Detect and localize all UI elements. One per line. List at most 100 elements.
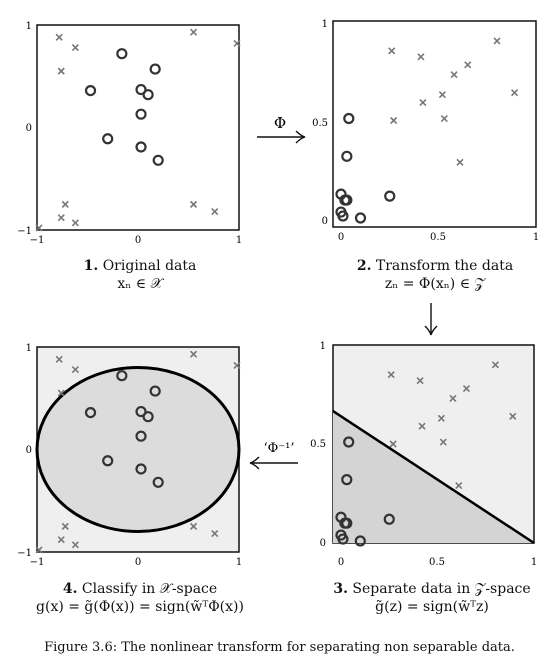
panel-4-ytick-top: 1 [26, 343, 32, 354]
panel-1-title: Original data [102, 258, 197, 274]
phi-inverse-arrow: ‘Φ⁻¹’ [249, 441, 298, 470]
phi-arrow-label: Φ [274, 114, 286, 132]
panel-4-circle-point [142, 411, 154, 423]
panel-3-circle-point [341, 517, 353, 529]
panel-1-ytick-bottom: −1 [17, 226, 32, 237]
panel-4-formula: g(x) = g̃(Φ(x)) = sign(w̃ᵀΦ(x)) [36, 599, 244, 615]
panel-2-xtick-mid: 0.5 [430, 232, 446, 243]
panel-2-cross-point [440, 114, 448, 123]
panel-4-cross-point [61, 522, 69, 530]
panel-3-cross-point [437, 414, 445, 422]
panel-4-ytick-mid: 0 [26, 445, 32, 456]
panel-2-cross-point [438, 91, 446, 99]
panel-1-xtick-right: 1 [236, 235, 242, 246]
panel-2-cross-point [510, 89, 519, 97]
panel-3-cross-point [455, 482, 463, 490]
panel-2-cross-point [390, 116, 398, 125]
panel-4-decision-boundary [35, 366, 241, 533]
panel-1-cross-point [57, 67, 65, 75]
panel-1-cross-point [189, 200, 198, 208]
panel-3-number: 3. [333, 581, 348, 597]
panel-1-circle-point [84, 84, 97, 97]
panel-2-caption: 2. Transform the data zₙ = Φ(xₙ) ∈ 𝒵 [320, 257, 550, 293]
panel-3-circle-point [341, 474, 353, 486]
panel-1-formula: xₙ ∈ 𝒳 [117, 276, 163, 292]
panel-4-ytick-bottom: −1 [17, 548, 32, 559]
panel-4-xtick-mid: 0 [135, 557, 141, 568]
panel-2-cross-point [493, 37, 501, 45]
phi-arrow: Φ [257, 114, 306, 144]
panel-2-cross-point [456, 158, 464, 166]
panel-4-circle-point [84, 407, 97, 419]
panel-2-xtick-left: 0 [338, 232, 344, 243]
panel-2-cross-point [388, 47, 396, 55]
panel-2-circle-point [337, 210, 349, 222]
panel-4-caption: 4. Classify in 𝒳-space g(x) = g̃(Φ(x)) =… [2, 580, 278, 616]
panel-1-number: 1. [83, 258, 99, 274]
panel-3-cross-point [462, 384, 471, 393]
panel-3-ytick-mid: 0.5 [310, 439, 326, 450]
down-arrow [424, 303, 438, 336]
panel-3-cross-point [389, 440, 397, 448]
panel-2-cross-point [464, 61, 472, 69]
panel-1-cross-point [61, 200, 69, 208]
panel-4-cross-point [211, 529, 219, 538]
panel-4-circle-point [116, 370, 128, 382]
panel-1-circle-point [152, 154, 164, 166]
panel-2-circle-point [343, 112, 355, 125]
panel-4-circle-point [149, 385, 161, 397]
panel-2-plot: 0 0.5 1 0 0.5 1 [312, 19, 539, 243]
panel-1-circle-point [135, 141, 147, 153]
panel-1-cross-point [211, 207, 219, 216]
panel-4-circle-point [135, 430, 147, 442]
panel-4-circle-point [152, 476, 164, 488]
panel-3-xtick-mid: 0.5 [429, 557, 445, 568]
panel-3-cross-point [491, 361, 499, 369]
panel-3-circle-point [383, 513, 395, 525]
panel-4-xtick-left: −1 [30, 557, 45, 568]
panel-4-plot: −1 0 1 −1 0 1 [17, 343, 242, 568]
panel-4-circle-point [135, 405, 147, 418]
panel-3-cross-point [449, 394, 457, 403]
panel-3-caption: 3. Separate data in 𝒵-space g̃(z) = sign… [308, 580, 556, 616]
panel-4-xtick-right: 1 [236, 557, 242, 568]
panel-1-cross-point [71, 219, 79, 227]
panel-1-caption: 1. Original data xₙ ∈ 𝒳 [20, 257, 260, 293]
phi-inverse-arrow-label: ‘Φ⁻¹’ [264, 441, 295, 456]
panel-2-number: 2. [356, 258, 372, 274]
panel-2-title: Transform the data [375, 258, 514, 274]
panel-4-cross-point [55, 355, 63, 363]
panel-3-circle-point [343, 436, 355, 448]
panel-3-cross-point [439, 438, 447, 446]
panel-4-circle-point [102, 455, 114, 467]
panel-4-cross-point [57, 389, 65, 397]
panel-3-title: Separate data in 𝒵-space [352, 581, 531, 597]
panel-4-title: Classify in 𝒳-space [81, 581, 218, 597]
panel-4-cross-point [71, 541, 79, 549]
panel-4-cross-point [233, 361, 241, 370]
panel-1-circle-point [116, 48, 128, 60]
panel-1-ytick-top: 1 [26, 21, 32, 32]
panel-2-cross-point [417, 53, 425, 61]
panel-1-plot: −1 0 1 −1 0 1 [17, 21, 242, 246]
panel-1-circle-point [135, 83, 147, 96]
panel-2-cross-point [450, 71, 458, 79]
panel-1-cross-point [71, 43, 79, 52]
panel-2-formula: zₙ = Φ(xₙ) ∈ 𝒵 [384, 276, 486, 292]
panel-3-xtick-right: 1 [531, 557, 537, 568]
panel-2-circle-point [341, 194, 353, 206]
panel-1-cross-point [233, 39, 241, 48]
panel-2-ytick-top: 1 [322, 19, 328, 30]
panel-3-ytick-bottom: 0 [320, 538, 326, 549]
panel-3-decision-line [332, 409, 535, 545]
panel-3-cross-point [418, 422, 426, 430]
panel-4-cross-point [189, 522, 198, 530]
panel-2-circle-point [354, 212, 367, 224]
panel-3-cross-point [509, 412, 517, 420]
panel-3-circle-point [354, 535, 366, 547]
panel-1-frame [36, 24, 240, 231]
panel-4-cross-point [35, 546, 43, 554]
panel-1-circle-point [135, 108, 147, 120]
panel-4-number: 4. [62, 581, 78, 597]
